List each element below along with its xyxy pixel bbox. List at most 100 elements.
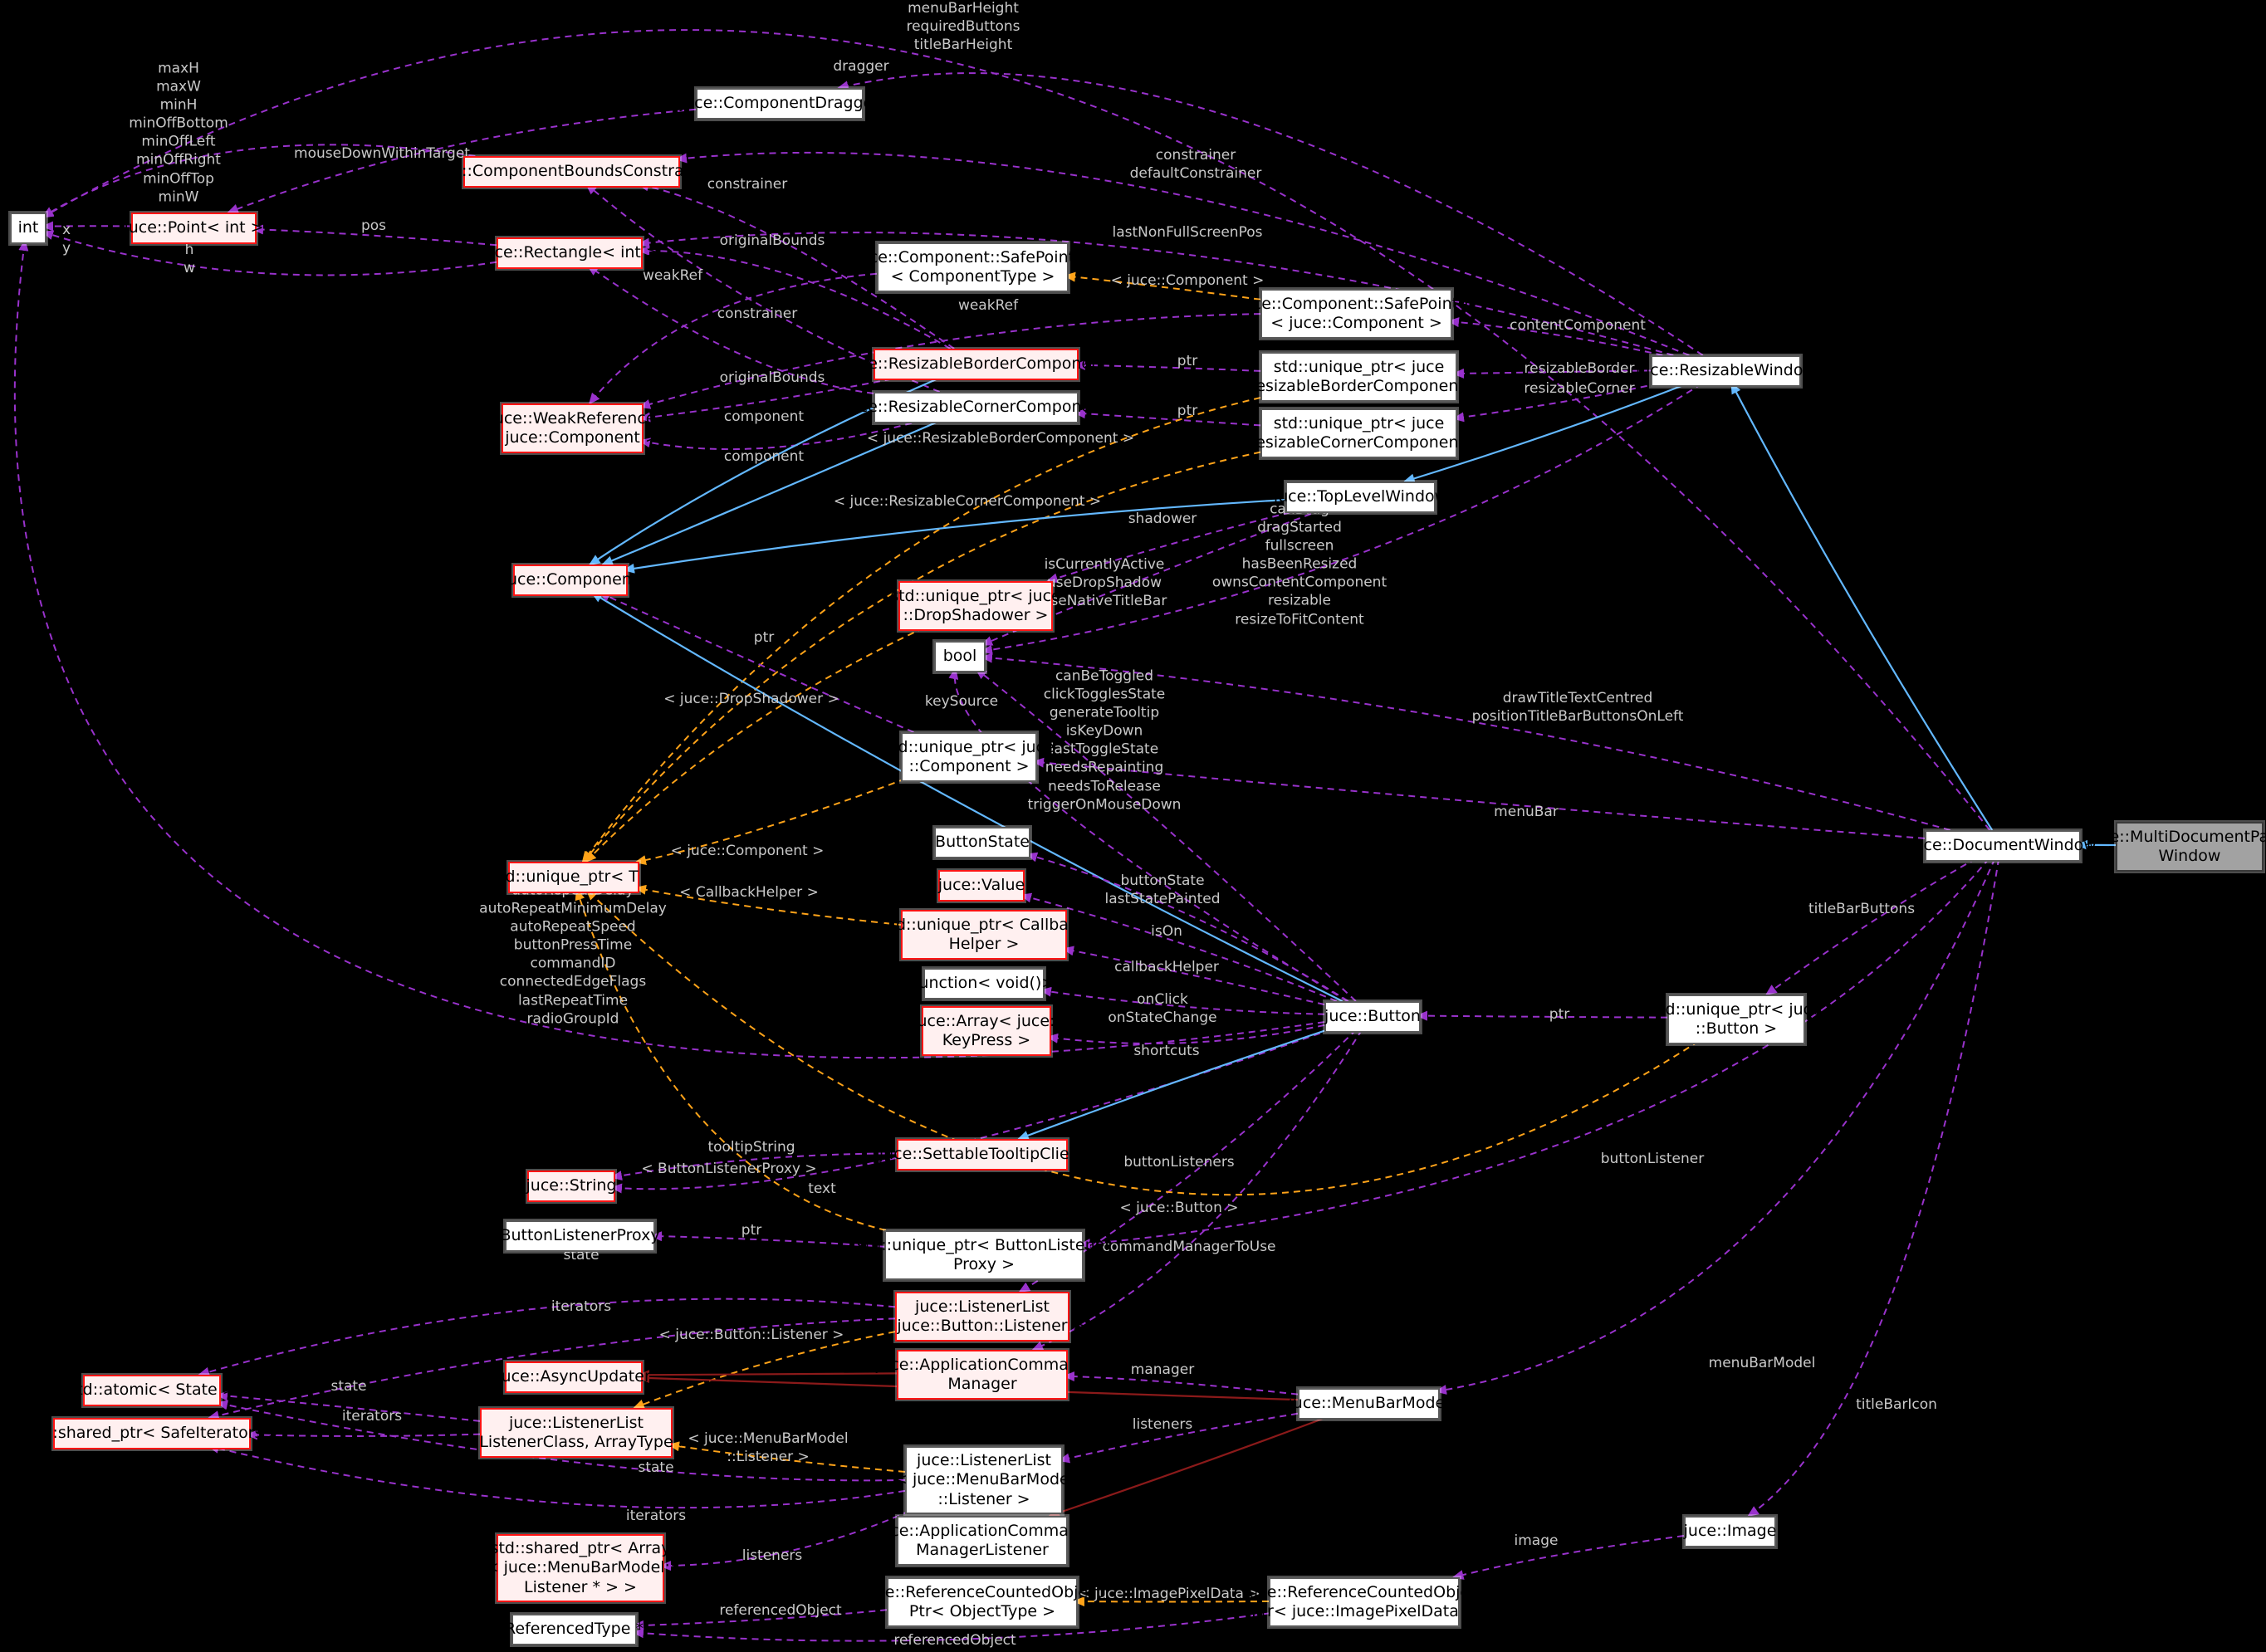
edge-docwin-up_blp [1079, 858, 1990, 1249]
node-up_rbc[interactable]: std::unique_ptr< juce ::ResizableBorderC… [1235, 352, 1483, 402]
node-docwin[interactable]: juce::DocumentWindow [1909, 830, 2097, 862]
node-label-button: juce::Button [1324, 1007, 1421, 1026]
edge-rw-up_rbc [1452, 368, 1652, 379]
edge-menubarmodel-ll_mbm [1058, 1412, 1299, 1464]
node-sptr_array[interactable]: std::shared_ptr< Array < juce::MenuBarMo… [486, 1534, 675, 1602]
node-stc[interactable]: juce::SettableTooltipClient [879, 1139, 1085, 1171]
edge-button-component [590, 591, 1343, 1002]
node-weakref[interactable]: juce::WeakReference < juce::Component > [487, 403, 658, 453]
node-tlw[interactable]: juce::TopLevelWindow [1274, 481, 1447, 513]
node-int[interactable]: int [10, 213, 46, 244]
edge-up_blp-uptr_t [575, 888, 887, 1231]
node-reftype[interactable]: ReferencedType * [505, 1614, 644, 1645]
node-label-sptr_safe: std::shared_ptr< SafeIterators > [22, 1424, 281, 1443]
node-blp[interactable]: ButtonListenerProxy [500, 1220, 660, 1252]
edge-rcop_ipd-reftype [632, 1612, 1270, 1642]
node-up_rcc[interactable]: std::unique_ptr< juce ::ResizableCornerC… [1235, 408, 1483, 458]
edge-rw-bool [981, 383, 1703, 655]
node-rbc[interactable]: juce::ResizableBorderComponent [844, 349, 1108, 380]
node-label-rcop_ipd: juce::ReferenceCountedObject Ptr< juce::… [1244, 1582, 1485, 1620]
node-string[interactable]: juce::String [526, 1171, 616, 1202]
node-rw[interactable]: juce::ResizableWindow [1636, 355, 1816, 387]
node-label-rect: juce::Rectangle< int > [480, 243, 659, 262]
node-up_btn[interactable]: std::unique_ptr< juce ::Button > [1651, 995, 1822, 1044]
node-cbc[interactable]: juce::ComponentBoundsConstrainer [429, 156, 714, 188]
node-menubarmodel[interactable]: juce::MenuBarModel [1289, 1388, 1449, 1420]
node-label-sp_ct: juce::Component::SafePointer < Component… [854, 247, 1091, 286]
edge-tlw-component [623, 498, 1286, 574]
edge-rcc-weakref [639, 419, 923, 451]
node-label-up_shadow: std::unique_ptr< juce ::DropShadower > [890, 586, 1061, 624]
node-asyncupd[interactable]: juce::AsyncUpdater [497, 1361, 651, 1393]
node-ll_btn[interactable]: juce::ListenerList < juce::Button::Liste… [879, 1292, 1086, 1342]
edge-rw-sp_c [1447, 317, 1663, 356]
node-sp_ct[interactable]: juce::Component::SafePointer < Component… [854, 242, 1091, 292]
node-sp_c[interactable]: juce::Component::SafePointer < juce::Com… [1238, 289, 1475, 339]
node-up_blp[interactable]: std::unique_ptr< ButtonListener Proxy > [857, 1230, 1111, 1280]
node-label-docwin: juce::DocumentWindow [1909, 836, 2097, 855]
node-atomic[interactable]: std::atomic< State > [68, 1375, 236, 1406]
edge-sp_c-weakref [639, 313, 1261, 409]
node-arr_kp[interactable]: juce::Array< juce:: KeyPress > [913, 1006, 1060, 1056]
node-component[interactable]: juce::Component [503, 565, 638, 596]
edge-ll_mbm-sptr_array [659, 1510, 911, 1571]
node-label-menubarmodel: juce::MenuBarModel [1288, 1394, 1450, 1413]
node-label-tlw: juce::TopLevelWindow [1273, 487, 1448, 506]
node-value[interactable]: juce::Value [938, 870, 1025, 902]
node-up_shadow[interactable]: std::unique_ptr< juce ::DropShadower > [890, 581, 1061, 631]
node-label-up_blp: std::unique_ptr< ButtonListener Proxy > [856, 1235, 1112, 1273]
node-function[interactable]: function< void()> [913, 968, 1055, 1000]
node-image[interactable]: juce::Image [1684, 1516, 1776, 1547]
node-dragger[interactable]: juce::ComponentDragger [680, 88, 879, 120]
node-acm[interactable]: juce::ApplicationCommand Manager [876, 1350, 1089, 1400]
edge-rect-point [252, 224, 497, 247]
edge-button-arr_kp [1046, 1024, 1325, 1044]
node-rcop[interactable]: juce::ReferenceCountedObject Ptr< Object… [862, 1577, 1103, 1627]
edge-rcop-reftype [632, 1609, 888, 1630]
node-label-buttonstate: ButtonState [935, 833, 1030, 852]
node-label-value: juce::Value [937, 876, 1025, 895]
node-bool[interactable]: bool [934, 641, 986, 672]
node-ll_generic[interactable]: juce::ListenerList < ListenerClass, Arra… [461, 1408, 692, 1458]
node-label-rw: juce::ResizableWindow [1635, 361, 1817, 380]
node-buttonstate[interactable]: ButtonState [934, 827, 1030, 858]
node-up_cb[interactable]: std::unique_ptr< Callback Helper > [882, 910, 1086, 960]
node-label-rcop: juce::ReferenceCountedObject Ptr< Object… [862, 1582, 1103, 1620]
node-rcc[interactable]: juce::ResizableCornerComponent [844, 392, 1108, 423]
node-label-sp_c: juce::Component::SafePointer < juce::Com… [1238, 294, 1475, 332]
edge-dragger-point [227, 108, 697, 214]
node-label-point: juce::Point< int > [124, 218, 264, 237]
edge-docwin-up_comp [1032, 757, 1926, 839]
edge-docwin-rw [1730, 382, 1994, 831]
node-label-cbc: juce::ComponentBoundsConstrainer [428, 162, 715, 181]
node-ll_mbm[interactable]: juce::ListenerList < juce::MenuBarModel … [894, 1446, 1074, 1514]
node-button[interactable]: juce::Button [1324, 1001, 1421, 1033]
edge-up_comp-uptr_t [634, 778, 907, 865]
node-label-atomic: std::atomic< State > [68, 1381, 236, 1400]
edge-ll_mbm-atomic [216, 1400, 906, 1482]
edge-up_rcc-uptr_t [582, 451, 1261, 863]
node-point[interactable]: juce::Point< int > [124, 213, 264, 244]
edge-up_cb-uptr_t [634, 884, 902, 926]
node-rcop_ipd[interactable]: juce::ReferenceCountedObject Ptr< juce::… [1244, 1577, 1485, 1627]
node-acml[interactable]: juce::ApplicationCommand ManagerListener [876, 1516, 1089, 1566]
edge-cbc-int [42, 144, 476, 217]
edge-button-ll_btn [1018, 1029, 1358, 1293]
edge-rcc-rect [586, 264, 874, 394]
edge-up_btn-uptr_t [585, 888, 1700, 1196]
edge-rw-cbc [675, 151, 1690, 356]
node-uptr_t[interactable]: std::unique_ptr< T > [491, 862, 657, 893]
edge-rw-up_rcc [1452, 383, 1659, 423]
edge-button-bool [975, 667, 1357, 1002]
node-sptr_safe[interactable]: std::shared_ptr< SafeIterators > [23, 1418, 281, 1449]
node-mdpw[interactable]: juce::MultiDocumentPanel Window [2087, 822, 2266, 872]
edge-up_shadow-uptr_t [585, 627, 925, 863]
node-up_comp[interactable]: std::unique_ptr< juce ::Component > [883, 732, 1055, 782]
edge-rw-tlw [1402, 382, 1689, 484]
edge-button-bool [948, 667, 1348, 1002]
node-rect[interactable]: juce::Rectangle< int > [480, 237, 659, 269]
edge-up_rcc-rcc [1074, 408, 1261, 427]
node-label-image: juce::Image [1683, 1522, 1777, 1541]
